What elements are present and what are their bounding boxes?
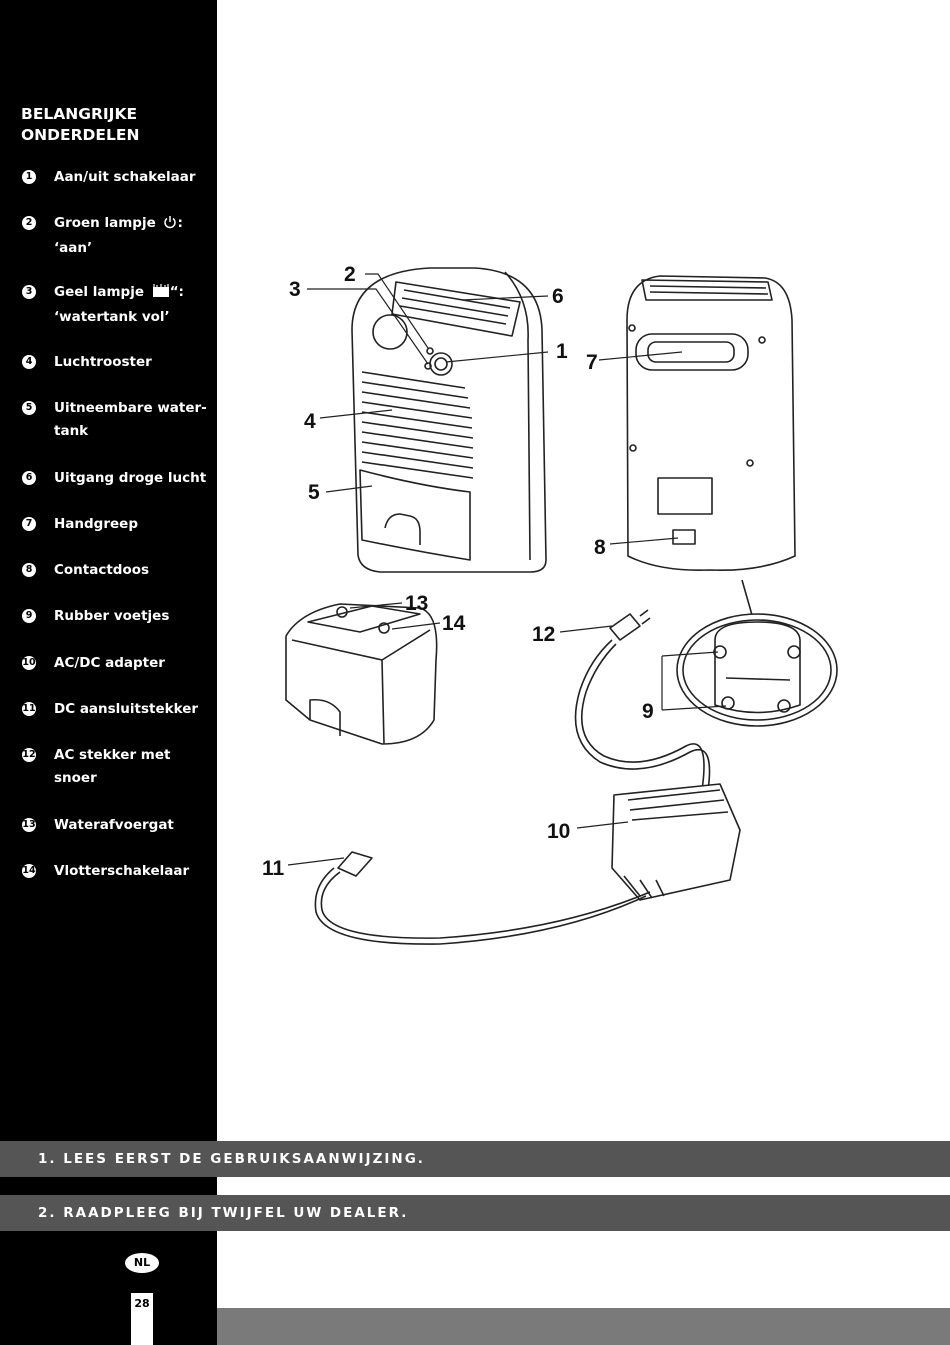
callout-7: 7 [586,351,598,374]
part-number-3: 3 [22,285,36,299]
part-item-7: 7 Handgreep [22,513,212,536]
part-label-5-line1: Uitneembare water- [54,400,207,416]
part-item-8: 8 Contactdoos [22,559,212,582]
cable-illustration [314,609,741,945]
part-label-1: Aan/uit schakelaar [54,169,196,185]
part-label-3: Geel lampje “: ‘watertank vol’ [54,281,212,329]
part-number-9: 9 [22,609,36,623]
parts-diagram: 1 2 3 4 5 6 7 8 9 10 11 12 13 14 [262,263,838,945]
part-item-11: 11 DC aansluitstekker [22,698,212,721]
part-label-2-text: Groen lampje [54,215,156,231]
callout-1: 1 [556,340,568,363]
part-number-14: 14 [22,864,36,878]
callout-12: 12 [532,623,555,646]
part-number-4: 4 [22,355,36,369]
part-label-14: Vlotterschakelaar [54,863,190,879]
instruction-banner-1: 1. LEES EERST DE GEBRUIKSAANWIJZING. [0,1141,950,1177]
part-number-8: 8 [22,563,36,577]
dehumidifier-front-illustration [351,267,547,573]
callout-4: 4 [304,410,316,433]
dehumidifier-back-illustration [626,275,796,572]
callout-8: 8 [594,536,606,559]
sidebar-title-line2: ONDERDELEN [21,126,140,144]
part-label-3-text: Geel lampje [54,284,144,300]
callout-3: 3 [289,278,301,301]
callout-2: 2 [344,263,356,286]
sidebar-title-line1: BELANGRIJKE [21,105,138,123]
language-badge: NL [125,1253,159,1273]
part-label-11: DC aansluitstekker [54,701,199,717]
part-item-13: 13 Waterafvoergat [22,814,212,837]
part-label-6: Uitgang droge lucht [54,470,207,486]
part-number-5: 5 [22,401,36,415]
part-item-12: 12 AC stekker met snoer [22,744,212,790]
part-label-12-line1: AC stekker met [54,747,171,763]
callout-10: 10 [547,820,570,843]
part-number-1: 1 [22,170,36,184]
callout-6: 6 [552,285,564,308]
part-number-10: 10 [22,656,36,670]
part-number-7: 7 [22,517,36,531]
part-number-13: 13 [22,818,36,832]
part-label-8: Contactdoos [54,562,150,578]
part-label-5: Uitneembare water- tank [54,397,212,443]
instruction-banner-2: 2. RAADPLEEG BIJ TWIJFEL UW DEALER. [0,1195,950,1231]
part-number-11: 11 [22,702,36,716]
sidebar: BELANGRIJKE ONDERDELEN 1 Aan/uit schakel… [0,0,217,1345]
part-item-1: 1 Aan/uit schakelaar [22,166,212,189]
part-label-7: Handgreep [54,516,138,532]
part-item-5: 5 Uitneembare water- tank [22,397,212,443]
page-number: 28 [134,1297,150,1310]
part-item-3: 3 Geel lampje “: ‘watertank vol’ [22,281,212,329]
part-label-3-line2: ‘watertank vol’ [54,309,170,325]
part-item-9: 9 Rubber voetjes [22,605,212,628]
callout-14: 14 [442,612,466,635]
part-number-12: 12 [22,748,36,762]
callout-11: 11 [262,857,285,880]
part-label-12-line2: snoer [54,770,97,786]
part-label-12: AC stekker met snoer [54,744,212,790]
callout-9: 9 [642,700,654,723]
part-label-5-line2: tank [54,423,89,439]
page-number-box: 28 [131,1293,153,1345]
water-tank-icon [152,283,170,306]
part-item-4: 4 Luchtrooster [22,351,212,374]
part-label-2-suffix: : [177,215,183,231]
part-label-2-line2: ‘aan’ [54,240,93,256]
footer-bar [217,1308,950,1345]
part-label-2: Groen lampje : ‘aan’ [54,212,212,260]
part-item-14: 14 Vlotterschakelaar [22,860,212,883]
part-label-9: Rubber voetjes [54,608,170,624]
water-tank-illustration [285,603,438,745]
callout-5: 5 [308,481,320,504]
part-number-6: 6 [22,471,36,485]
part-item-2: 2 Groen lampje : ‘aan’ [22,212,212,260]
part-label-3-suffix: “: [169,284,184,300]
callout-13: 13 [405,592,428,615]
part-item-6: 6 Uitgang droge lucht [22,467,212,490]
base-zoom-illustration [676,579,838,727]
part-number-2: 2 [22,216,36,230]
leader-lines [287,273,727,866]
part-label-13: Waterafvoergat [54,817,174,833]
part-label-4: Luchtrooster [54,354,152,370]
sidebar-title: BELANGRIJKE ONDERDELEN [21,104,211,146]
part-item-10: 10 AC/DC adapter [22,652,212,675]
front-grille [361,371,474,479]
power-icon [163,214,177,237]
part-label-10: AC/DC adapter [54,655,165,671]
